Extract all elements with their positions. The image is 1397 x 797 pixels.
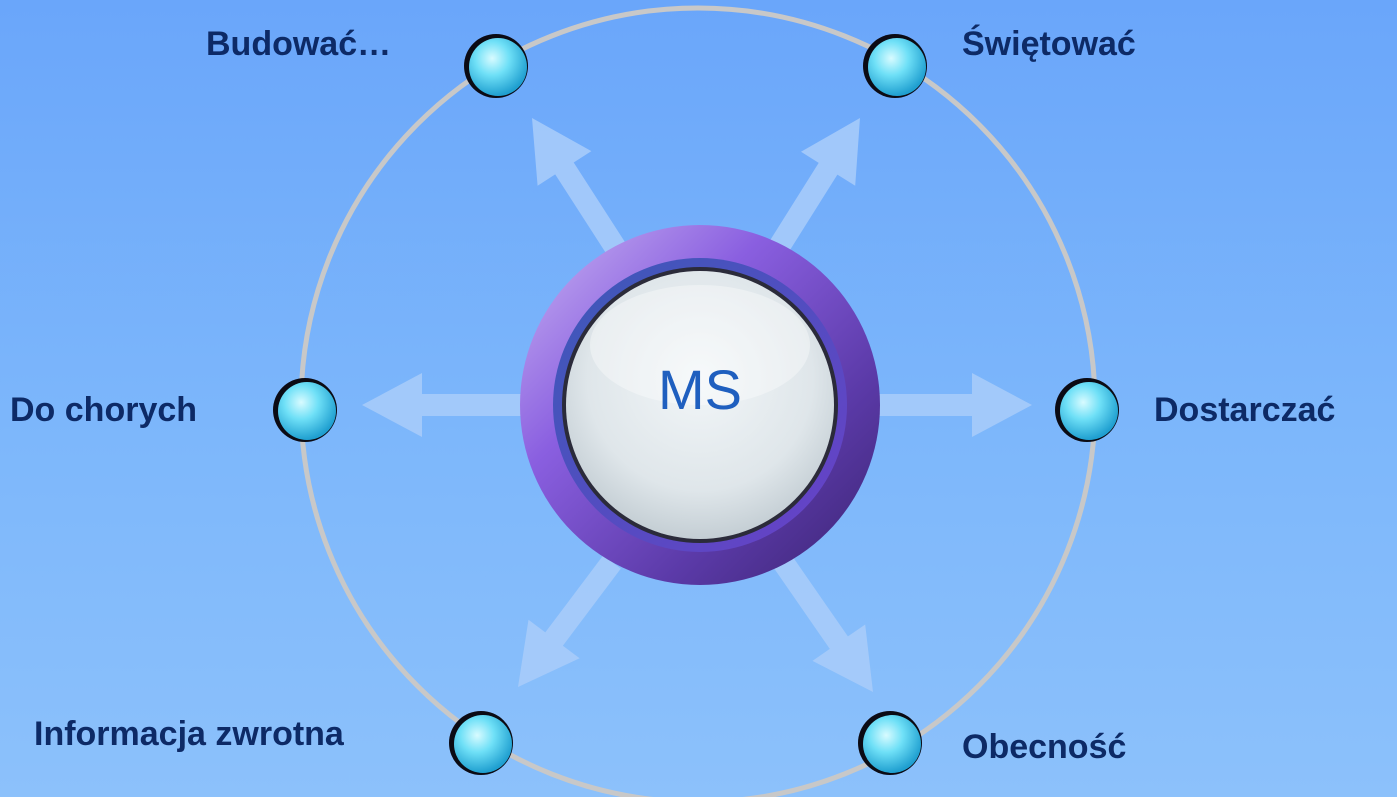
- arrow-do-chorych: [362, 373, 525, 437]
- arrow-budowac: [532, 118, 627, 256]
- arrow-informacja-zwrotna: [518, 555, 621, 687]
- center-button[interactable]: [520, 225, 880, 585]
- node-label-budowac: Budować…: [206, 25, 392, 63]
- arrow-obecnosc: [774, 555, 873, 692]
- node-label-swietowac: Świętować: [962, 25, 1136, 63]
- node-label-informacja-zwrotna: Informacja zwrotna: [34, 715, 344, 753]
- node-obecnosc[interactable]: [858, 711, 922, 775]
- arrow-dostarczac: [875, 373, 1032, 437]
- node-label-dostarczac: Dostarczać: [1154, 391, 1336, 429]
- node-informacja-zwrotna[interactable]: [449, 711, 513, 775]
- arrow-swietowac: [767, 118, 860, 256]
- node-label-do-chorych: Do chorych: [10, 391, 198, 429]
- nodes-group: [273, 34, 1119, 775]
- node-label-obecnosc: Obecność: [962, 728, 1127, 766]
- arrows-group: [362, 118, 1032, 692]
- node-swietowac[interactable]: [863, 34, 927, 98]
- center-label: MS: [658, 358, 742, 421]
- node-do-chorych[interactable]: [273, 378, 337, 442]
- node-dostarczac[interactable]: [1055, 378, 1119, 442]
- node-budowac[interactable]: [464, 34, 528, 98]
